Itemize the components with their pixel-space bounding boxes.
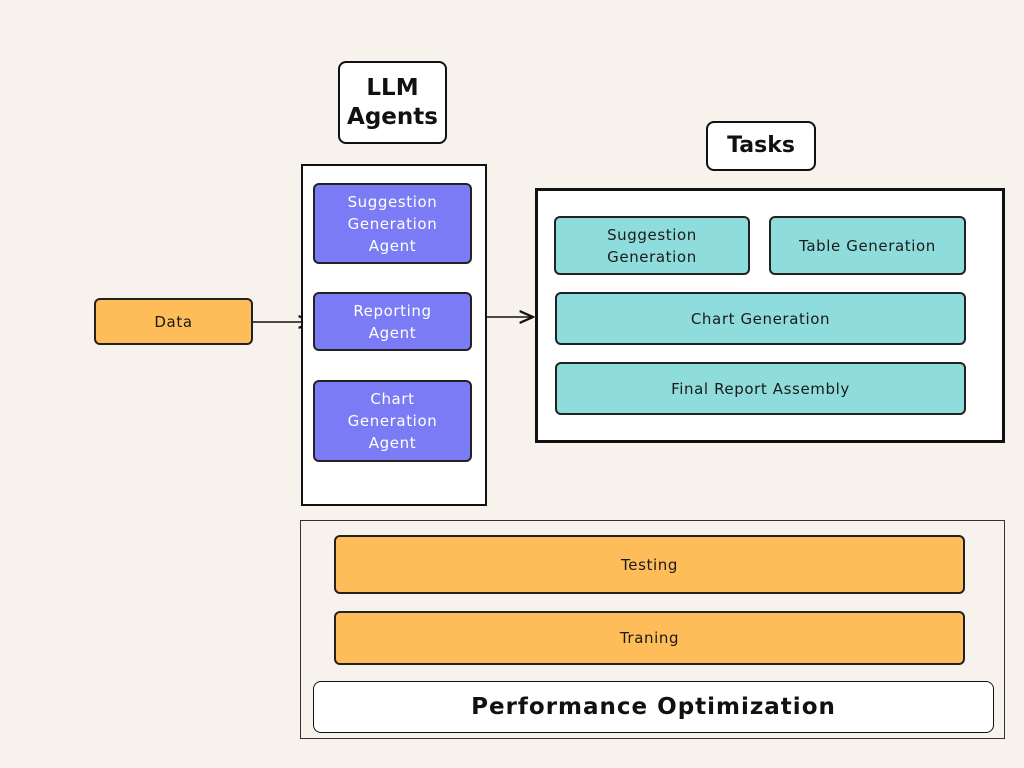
task-table-generation[interactable]: Table Generation (769, 216, 966, 275)
optimization-title: Performance Optimization (313, 681, 994, 733)
testing-node[interactable]: Testing (334, 535, 965, 594)
task-suggestion-generation[interactable]: Suggestion Generation (554, 216, 750, 275)
data-node[interactable]: Data (94, 298, 253, 345)
tasks-title: Tasks (706, 121, 816, 171)
task-final-report-assembly[interactable]: Final Report Assembly (555, 362, 966, 415)
task-chart-generation[interactable]: Chart Generation (555, 292, 966, 345)
agents-title: LLM Agents (338, 61, 447, 144)
agent-reporting[interactable]: Reporting Agent (313, 292, 472, 351)
optimization-panel (300, 520, 1005, 739)
training-node[interactable]: Traning (334, 611, 965, 665)
agent-chart-generation[interactable]: Chart Generation Agent (313, 380, 472, 462)
agent-suggestion-generation[interactable]: Suggestion Generation Agent (313, 183, 472, 264)
